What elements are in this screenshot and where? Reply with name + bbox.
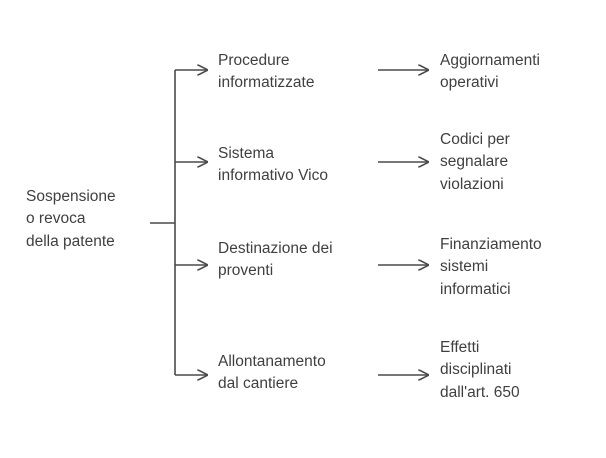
- node-branch-4: Allontanamento dal cantiere: [218, 353, 326, 393]
- node-leaf-2: Codici per segnalare violazioni: [440, 131, 510, 193]
- node-leaf-4: Effetti disciplinati dall'art. 650: [440, 339, 520, 401]
- node-branch-2: Sistema informativo Vico: [218, 145, 328, 185]
- node-branch-1: Procedure informatizzate: [218, 52, 315, 92]
- node-leaf-1: Aggiornamenti operativi: [440, 52, 540, 92]
- node-branch-3: Destinazione dei proventi: [218, 240, 333, 280]
- node-root: Sospensione o revoca della patente: [26, 188, 116, 250]
- node-leaf-3: Finanziamento sistemi informatici: [440, 236, 542, 298]
